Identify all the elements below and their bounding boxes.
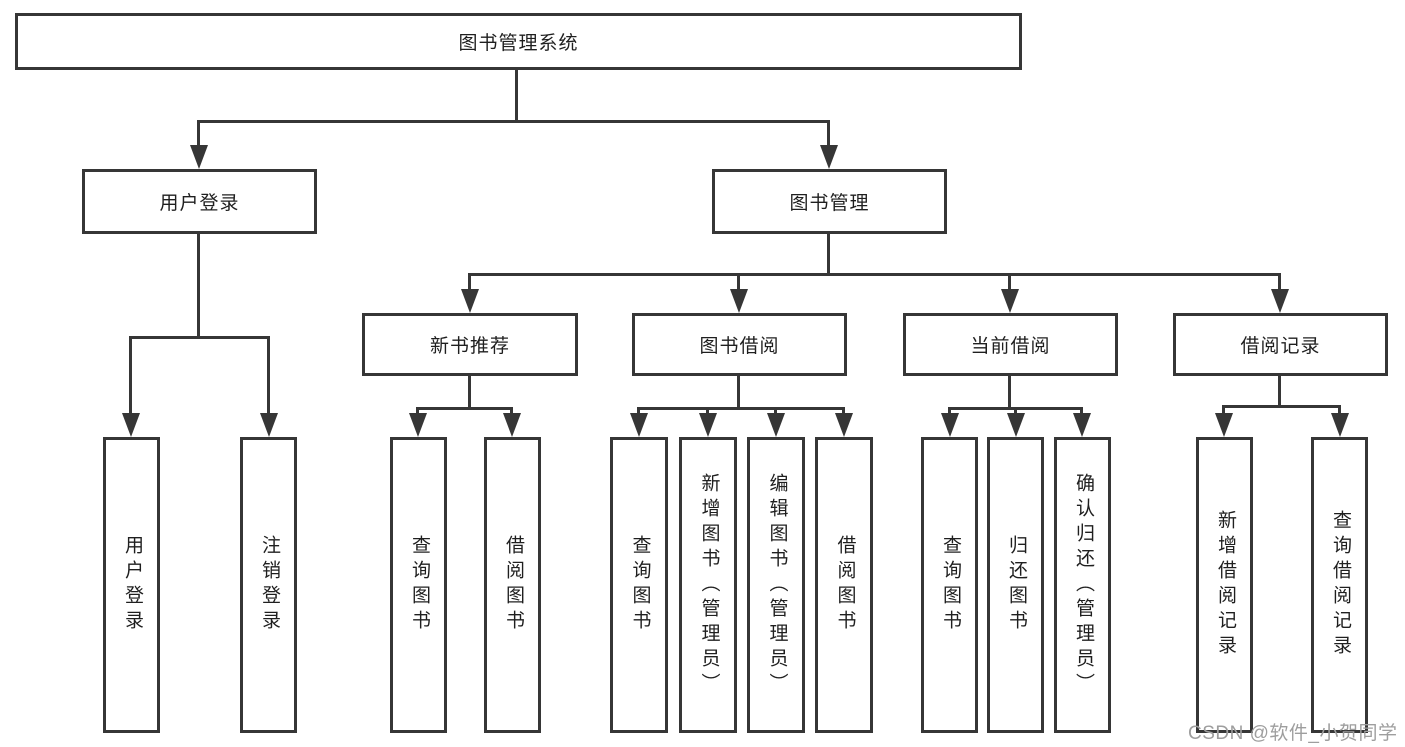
arrow-down-icon (1222, 405, 1225, 413)
connector-vline (1008, 376, 1011, 407)
node-label: 图书管理系统 (458, 33, 579, 54)
node-label: 借阅记录 (1240, 336, 1321, 357)
connector-hline (1222, 405, 1341, 408)
leaf-label: 新增借阅记录 (1214, 510, 1236, 660)
arrow-down-icon (842, 407, 845, 413)
csdn-watermark: CSDN @软件_小贺同学 (1188, 723, 1398, 744)
leaf-query-borrow-record: 查询借阅记录 (1311, 437, 1368, 733)
node-label: 新书推荐 (429, 336, 510, 357)
arrow-down-icon (197, 120, 200, 145)
arrow-down-icon (129, 336, 132, 413)
leaf-label: 借阅图书 (502, 535, 524, 635)
arrow-down-icon (1014, 407, 1017, 413)
connector-hline (129, 336, 270, 339)
leaf-label: 查询图书 (408, 535, 430, 635)
node-book-borrow: 图书借阅 (632, 313, 847, 376)
leaf-label: 归还图书 (1005, 535, 1027, 635)
connector-hline (468, 273, 1281, 276)
connector-vline (827, 234, 830, 273)
arrow-down-icon (737, 273, 740, 289)
leaf-label: 编辑图书（管理员） (766, 472, 788, 698)
connector-vline (515, 70, 518, 120)
connector-hline (416, 407, 513, 410)
arrow-down-icon (267, 336, 270, 413)
arrow-down-icon (1278, 273, 1281, 289)
arrow-down-icon (1080, 407, 1083, 413)
leaf-return-books: 归还图书 (987, 437, 1044, 733)
leaf-edit-books-admin: 编辑图书（管理员） (747, 437, 805, 733)
connector-vline (468, 376, 471, 407)
node-new-book-recommend: 新书推荐 (362, 313, 578, 376)
node-book-management: 图书管理 (712, 169, 947, 234)
leaf-label: 新增图书（管理员） (698, 472, 720, 698)
node-label: 用户登录 (159, 193, 240, 214)
leaf-query-books-borrow: 查询图书 (610, 437, 668, 733)
arrow-down-icon (416, 407, 419, 413)
leaf-label: 用户登录 (121, 535, 143, 635)
leaf-label: 确认归还（管理员） (1072, 472, 1094, 698)
arrow-down-icon (637, 407, 640, 413)
arrow-down-icon (1008, 273, 1011, 289)
arrow-down-icon (706, 407, 709, 413)
leaf-confirm-return-admin: 确认归还（管理员） (1054, 437, 1111, 733)
arrow-down-icon (468, 273, 471, 289)
node-label: 当前借阅 (970, 336, 1051, 357)
connector-hline (197, 120, 830, 123)
leaf-label: 借阅图书 (834, 535, 856, 635)
connector-hline (637, 407, 845, 410)
leaf-label: 查询图书 (629, 535, 651, 635)
node-current-borrow: 当前借阅 (903, 313, 1118, 376)
leaf-logout: 注销登录 (240, 437, 297, 733)
leaf-query-books-recommend: 查询图书 (390, 437, 447, 733)
node-borrow-records: 借阅记录 (1173, 313, 1388, 376)
arrow-down-icon (510, 407, 513, 413)
arrow-down-icon (774, 407, 777, 413)
connector-vline (1278, 376, 1281, 405)
node-label: 图书管理 (789, 193, 870, 214)
leaf-query-books-current: 查询图书 (921, 437, 978, 733)
leaf-label: 查询图书 (939, 535, 961, 635)
leaf-borrow-books-recommend: 借阅图书 (484, 437, 541, 733)
connector-vline (197, 234, 200, 336)
leaf-label: 注销登录 (258, 535, 280, 635)
leaf-borrow-books: 借阅图书 (815, 437, 873, 733)
leaf-add-borrow-record: 新增借阅记录 (1196, 437, 1253, 733)
arrow-down-icon (948, 407, 951, 413)
node-library-management-system: 图书管理系统 (15, 13, 1022, 70)
leaf-add-books-admin: 新增图书（管理员） (679, 437, 737, 733)
leaf-label: 查询借阅记录 (1329, 510, 1351, 660)
node-label: 图书借阅 (699, 336, 780, 357)
arrow-down-icon (827, 120, 830, 145)
node-user-login: 用户登录 (82, 169, 317, 234)
arrow-down-icon (1338, 405, 1341, 413)
leaf-user-login: 用户登录 (103, 437, 160, 733)
connector-vline (737, 376, 740, 407)
